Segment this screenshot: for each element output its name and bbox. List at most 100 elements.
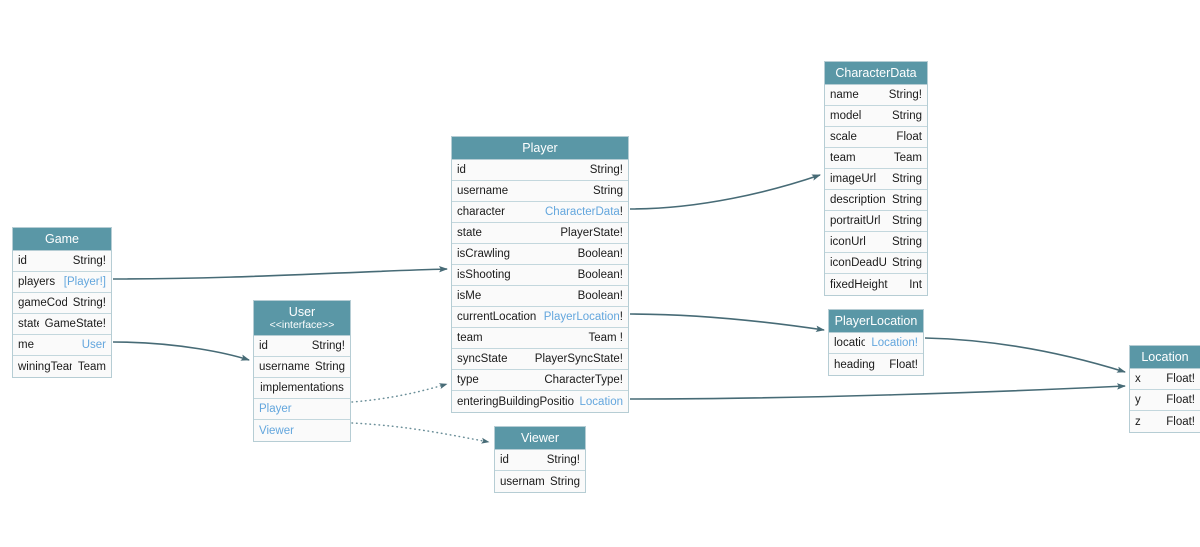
field-row[interactable]: gameCodeString! <box>13 293 111 314</box>
field-row[interactable]: players [Player!] <box>13 272 111 293</box>
field-name: id <box>18 255 27 267</box>
field-name: Player <box>259 403 292 415</box>
field-type: String <box>314 361 345 373</box>
field-name: description <box>830 194 886 206</box>
edge-user-viewer-implements <box>351 422 490 444</box>
field-row[interactable]: iconDeadUrlString <box>825 253 927 274</box>
entity-header-playerlocation: PlayerLocation <box>829 310 923 333</box>
field-row[interactable]: syncState PlayerSyncState! <box>452 349 628 370</box>
field-type: Int <box>909 278 922 291</box>
entity-title: Location <box>1141 350 1189 364</box>
field-type: String <box>891 173 922 185</box>
field-row[interactable]: isMe Boolean! <box>452 286 628 307</box>
field-type: String! <box>311 340 345 352</box>
entity-title: Player <box>522 141 558 155</box>
field-name: state <box>457 227 482 239</box>
field-row[interactable]: locationLocation! <box>829 333 923 354</box>
field-name: id <box>500 454 509 466</box>
field-name: state <box>18 318 39 330</box>
edge-player-currentlocation-to-playerlocation <box>629 313 825 332</box>
field-row[interactable]: implementations <box>254 378 350 399</box>
field-type: CharacterType! <box>544 374 623 386</box>
entity-title: PlayerLocation <box>834 314 918 328</box>
field-type: Boolean! <box>577 248 623 260</box>
field-type: String <box>891 236 922 248</box>
field-type: [Player!] <box>63 276 106 288</box>
field-name: id <box>457 164 466 176</box>
field-type: GameState! <box>44 318 106 330</box>
field-name: enteringBuildingPosition <box>457 395 574 408</box>
field-row[interactable]: Viewer <box>254 420 350 441</box>
field-type: Team <box>77 360 106 373</box>
field-name: players <box>18 276 56 288</box>
field-name: username <box>500 475 544 488</box>
field-type: Location! <box>871 337 918 349</box>
field-row[interactable]: state GameState! <box>13 314 111 335</box>
field-type: PlayerState! <box>560 227 623 239</box>
entity-playerlocation[interactable]: PlayerLocation locationLocation! heading Fl… <box>828 309 924 376</box>
field-type: Float <box>896 131 922 143</box>
field-name: heading <box>834 358 875 371</box>
field-type: Float! <box>1166 373 1195 385</box>
field-row[interactable]: Player <box>254 399 350 420</box>
field-row[interactable]: description String <box>825 190 927 211</box>
field-row[interactable]: team Team ! <box>452 328 628 349</box>
field-row[interactable]: state PlayerState! <box>452 223 628 244</box>
field-name: team <box>457 332 483 344</box>
field-type: Team ! <box>588 332 623 344</box>
field-type: PlayerLocation! <box>543 311 623 323</box>
field-type: Boolean! <box>577 290 623 302</box>
field-name: syncState <box>457 353 508 365</box>
entity-header-characterdata: CharacterData <box>825 62 927 85</box>
entity-title: CharacterData <box>835 66 917 80</box>
field-row[interactable]: winingTeamTeam <box>13 356 111 377</box>
field-type: Float! <box>889 358 918 371</box>
field-type: String <box>592 185 623 197</box>
edge-game-players-to-player <box>112 266 448 280</box>
field-type: PlayerSyncState! <box>534 353 623 365</box>
field-type: String <box>891 194 922 206</box>
field-name: isMe <box>457 290 482 302</box>
field-type: Boolean! <box>577 269 623 281</box>
edge-player-enteringbuilding-to-location <box>629 383 1126 400</box>
edge-game-me-to-user <box>112 341 250 361</box>
entity-header-game: Game <box>13 228 111 251</box>
entity-title: Viewer <box>521 431 559 445</box>
field-name: gameCode <box>18 297 67 309</box>
field-row[interactable]: heading Float! <box>829 354 923 375</box>
entity-header-user: User<<interface>> <box>254 301 350 336</box>
field-name: team <box>830 152 856 164</box>
field-name: me <box>18 339 34 351</box>
